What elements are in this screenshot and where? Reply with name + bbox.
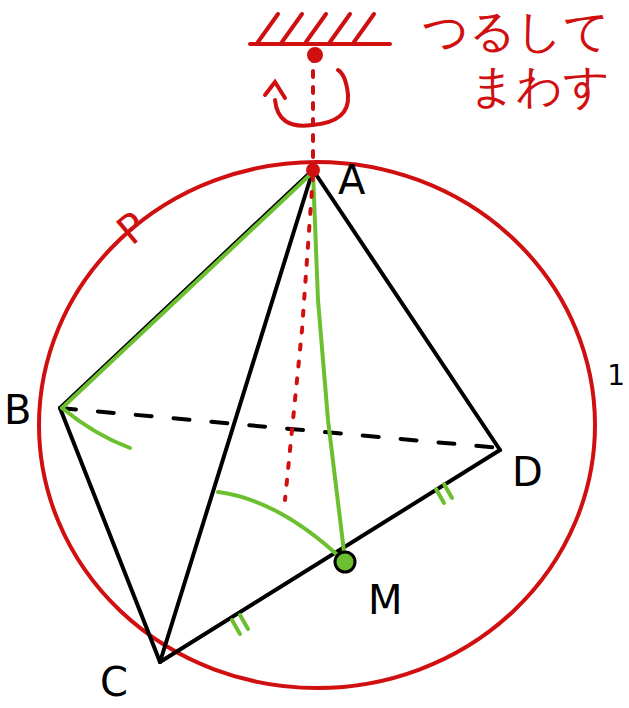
midpoint-dot [335, 552, 355, 572]
page-mark: 1 [607, 362, 625, 390]
vertex-label: B [4, 390, 31, 430]
vertex-label: A [338, 160, 365, 200]
circumscribed-circle [39, 162, 595, 688]
rotation-axis [250, 14, 390, 500]
vertex-label: C [100, 662, 128, 702]
green-marks [62, 172, 452, 634]
annotation-note: つるして まわす [410, 4, 610, 114]
vertex-label: D [512, 452, 543, 492]
tetrahedron-edges [60, 170, 500, 662]
vertex-label: M [368, 580, 403, 620]
